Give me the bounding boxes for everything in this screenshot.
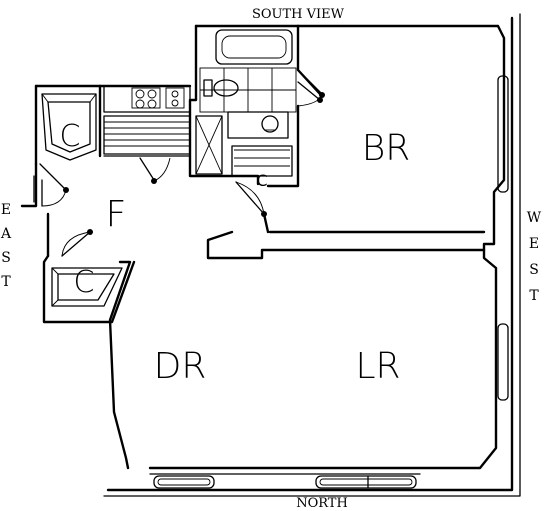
bathroom bbox=[188, 24, 323, 234]
west-letter: S bbox=[529, 262, 539, 278]
bathtub-icon bbox=[215, 29, 293, 65]
toilet-icon bbox=[213, 79, 239, 97]
closet-upper-label: C bbox=[60, 119, 81, 154]
north-windows bbox=[153, 475, 417, 489]
west-letter: T bbox=[529, 288, 539, 304]
east-label: E A S T bbox=[0, 202, 12, 290]
counter-icon bbox=[103, 85, 191, 113]
kitchen-sink-icon bbox=[165, 87, 185, 109]
outer-walls bbox=[103, 13, 521, 497]
bedroom bbox=[206, 24, 486, 260]
north-label: NORTH bbox=[296, 496, 348, 511]
dining-room-label: DR bbox=[154, 346, 207, 387]
closet-lower bbox=[42, 229, 136, 324]
stove-icon bbox=[131, 87, 161, 109]
cabinet-icon bbox=[195, 115, 223, 175]
kitchen bbox=[98, 84, 192, 184]
east-letter: T bbox=[1, 274, 11, 290]
window-icon bbox=[153, 475, 215, 489]
east-letter: A bbox=[0, 226, 12, 242]
closet-upper bbox=[34, 84, 102, 193]
window-icon bbox=[497, 323, 509, 401]
west-windows bbox=[497, 70, 513, 404]
east-letter: E bbox=[1, 202, 11, 218]
west-label: W E S T bbox=[527, 210, 542, 304]
east-letter: S bbox=[1, 250, 11, 266]
west-letter: E bbox=[529, 236, 539, 252]
closet-bath-label: C bbox=[256, 171, 267, 190]
west-letter: W bbox=[527, 210, 542, 226]
foyer-label: F bbox=[106, 194, 127, 235]
bedroom-label: BR bbox=[362, 128, 411, 169]
foyer bbox=[20, 162, 67, 258]
bath-closet bbox=[231, 145, 293, 177]
south-view-label: SOUTH VIEW bbox=[252, 7, 345, 22]
closet-lower-label: C bbox=[74, 265, 95, 300]
living-room-label: LR bbox=[355, 346, 400, 387]
window-icon bbox=[497, 75, 509, 193]
hatched-counter bbox=[103, 115, 191, 155]
window-icon bbox=[315, 475, 417, 489]
sink-icon bbox=[227, 111, 289, 139]
